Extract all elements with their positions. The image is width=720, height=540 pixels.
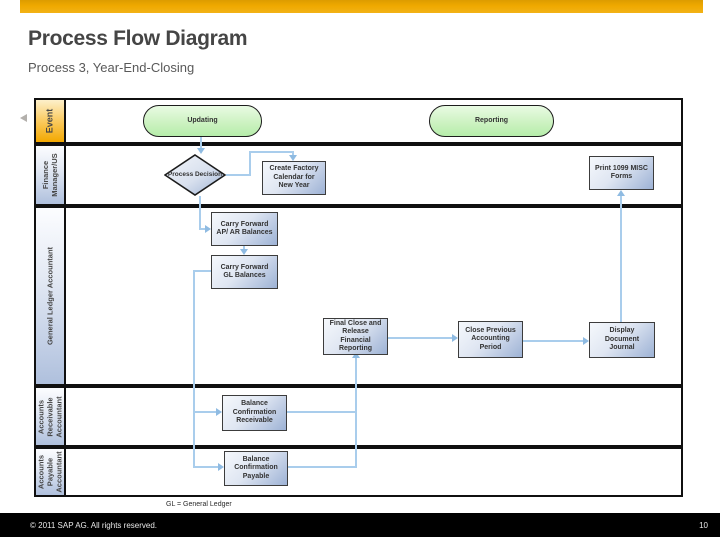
page-title: Process Flow Diagram <box>28 27 248 50</box>
footnote-gl-legend: GL = General Ledger <box>166 501 232 508</box>
decision-label: Process Decision <box>167 171 223 179</box>
lane-label-finance-manager: Finance Manager/US <box>41 153 59 197</box>
lane-accounts-payable-accountant: Accounts Payable Accountant <box>34 447 683 497</box>
process-carry-forward-ap-ar-balances: Carry Forward AP/ AR Balances <box>211 212 278 246</box>
lane-body-accounts-payable <box>66 449 681 495</box>
decision-process-decision: Process Decision <box>164 154 226 196</box>
lane-label-general-ledger: General Ledger Accountant <box>45 246 55 346</box>
process-create-factory-calendar: Create Factory Calendar for New Year <box>262 161 326 195</box>
lane-body-accounts-receivable <box>66 388 681 445</box>
process-close-previous-accounting-period: Close Previous Accounting Period <box>458 321 523 358</box>
lane-label-event: Event <box>44 108 55 134</box>
lane-accounts-receivable-accountant: Accounts Receivable Accountant <box>34 386 683 447</box>
process-final-close-release-financial-reporting: Final Close and Release Financial Report… <box>323 318 388 355</box>
lane-event: Event <box>34 98 683 144</box>
process-balance-confirmation-receivable: Balance Confirmation Receivable <box>222 395 287 431</box>
lane-finance-manager: Finance Manager/US <box>34 144 683 206</box>
top-accent-bar <box>20 0 703 13</box>
lane-header-accounts-payable: Accounts Payable Accountant <box>36 449 66 495</box>
lane-label-accounts-payable: Accounts Payable Accountant <box>36 451 64 493</box>
lane-header-accounts-receivable: Accounts Receivable Accountant <box>36 388 66 445</box>
lane-header-finance-manager: Finance Manager/US <box>36 146 66 204</box>
decision-diamond-icon <box>164 154 226 196</box>
event-updating: Updating <box>143 105 262 137</box>
lane-header-general-ledger: General Ledger Accountant <box>36 208 66 384</box>
copyright-text: © 2011 SAP AG. All rights reserved. <box>30 520 157 530</box>
process-balance-confirmation-payable: Balance Confirmation Payable <box>224 451 288 486</box>
lane-header-event: Event <box>36 100 66 142</box>
page-subtitle: Process 3, Year-End-Closing <box>28 60 195 75</box>
event-reporting: Reporting <box>429 105 554 137</box>
swimlane-table: Event Finance Manager/US General Ledger … <box>34 98 683 497</box>
page-number: 10 <box>699 520 708 530</box>
footer-bar: © 2011 SAP AG. All rights reserved. 10 <box>0 513 720 537</box>
lane-general-ledger-accountant: General Ledger Accountant <box>34 206 683 386</box>
process-print-1099-misc-forms: Print 1099 MISC Forms <box>589 156 654 190</box>
process-carry-forward-gl-balances: Carry Forward GL Balances <box>211 255 278 289</box>
process-display-document-journal: Display Document Journal <box>589 322 655 358</box>
lane-label-accounts-receivable: Accounts Receivable Accountant <box>36 395 64 438</box>
collapse-triangle-icon <box>20 114 27 122</box>
